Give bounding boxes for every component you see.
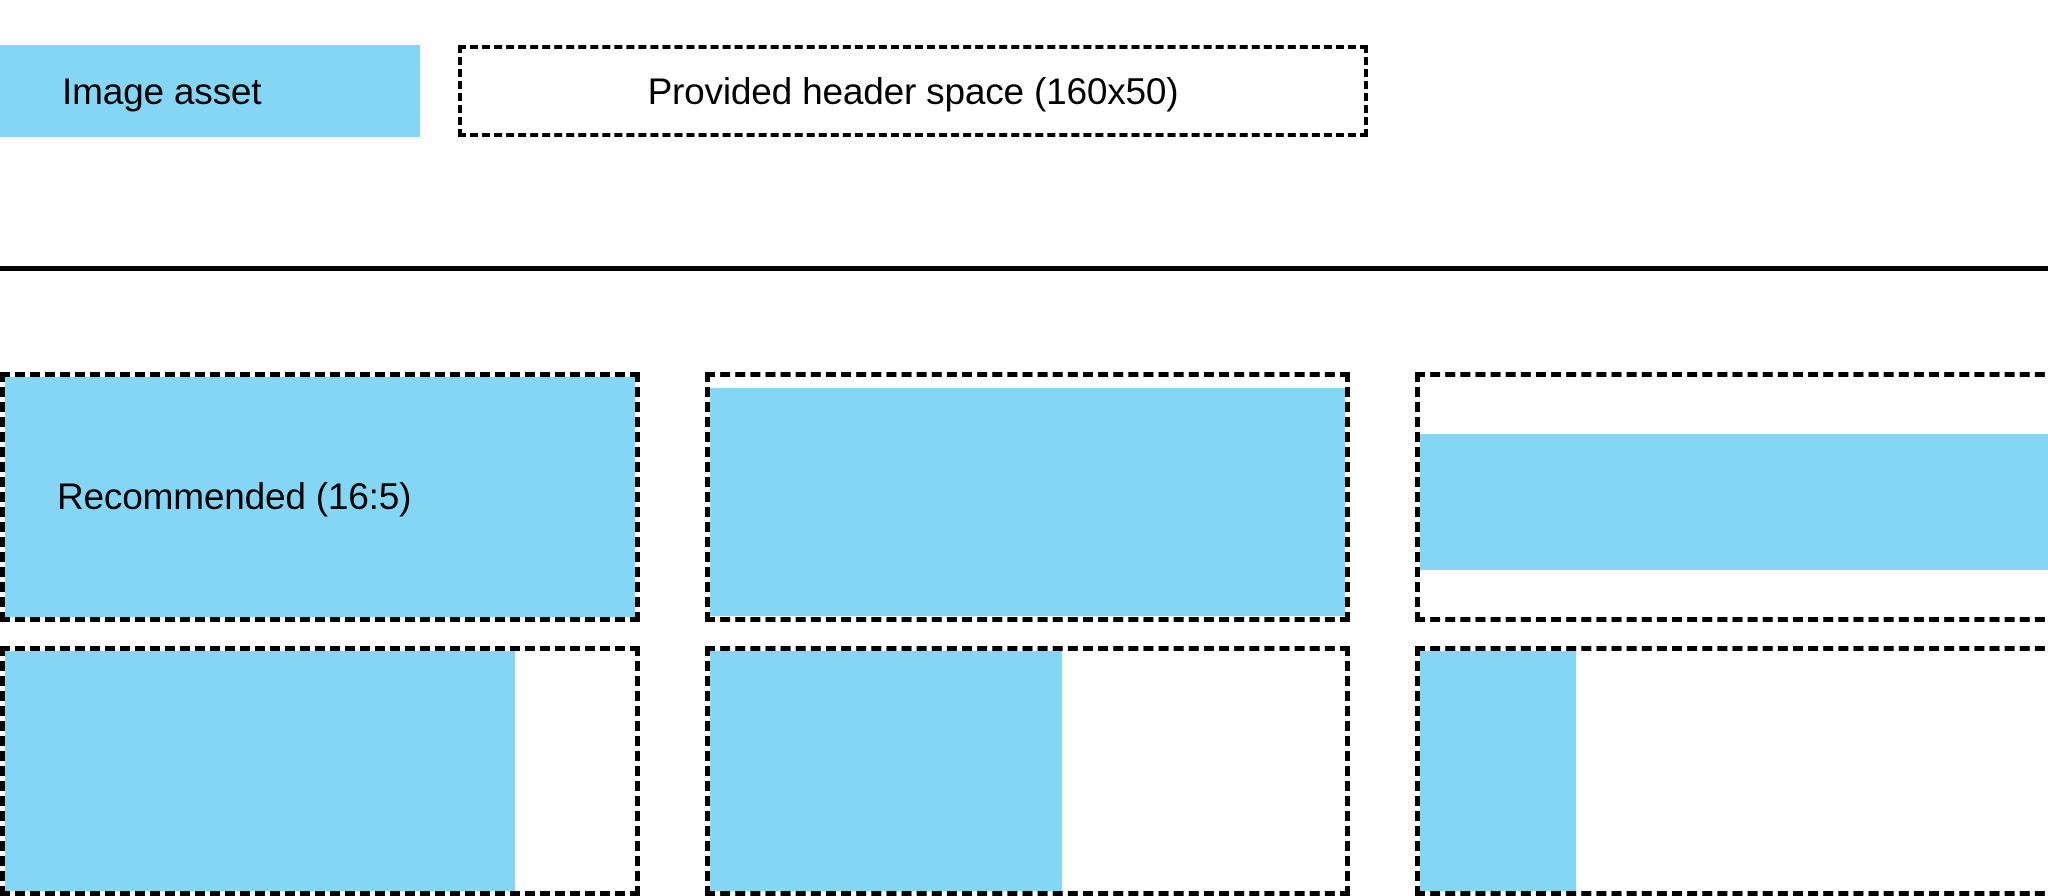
asset-fill-area [1420,434,2048,570]
asset-fill-area [710,388,1345,616]
sample-cell-recommended: Recommended (16:5) [0,372,640,622]
asset-fill-area [1420,651,1576,891]
provided-header-space-label: Provided header space (160x50) [647,70,1179,112]
asset-fill-area [5,651,516,891]
sample-cell-medium-left [705,646,1350,896]
header-row: Image asset Provided header space (160x5… [0,45,1368,137]
sample-cell-wide-left [0,646,640,896]
sample-row [0,646,2048,896]
header-divider [0,266,2048,271]
image-asset-swatch: Image asset [0,45,420,137]
image-asset-label: Image asset [62,70,262,112]
asset-fill-area [710,651,1063,891]
sample-cell-narrow-left [1415,646,2048,896]
sample-cell-tall-band [705,372,1350,622]
asset-fill-area [5,377,635,617]
sample-cell-short-band [1415,372,2048,622]
aspect-ratio-samples-grid: Recommended (16:5) [0,372,2048,896]
sample-row: Recommended (16:5) [0,372,2048,622]
provided-header-space-box: Provided header space (160x50) [458,45,1368,137]
recommended-ratio-label: Recommended (16:5) [57,476,412,517]
header-region: Image asset Provided header space (160x5… [0,0,2048,271]
